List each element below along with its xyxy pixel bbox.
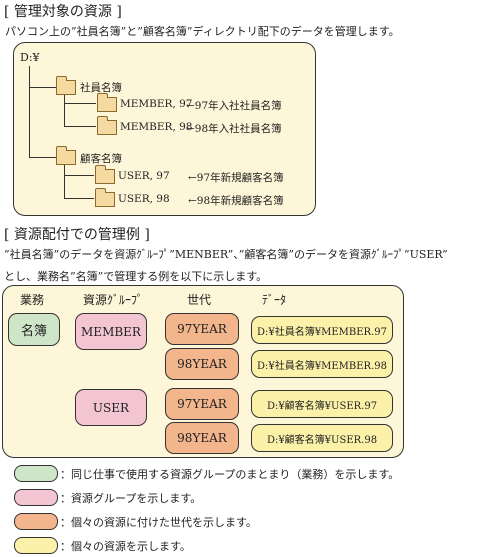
section2-heading: [ 資源配付での管理例 ] — [4, 227, 150, 243]
section2-description-line2: とし、業務名”名簿”で管理する例を以下に示します。 — [4, 270, 268, 283]
folder-icon — [95, 165, 115, 184]
generation-node: 98YEAR — [165, 422, 239, 454]
column-header-data: ﾃﾞｰﾀ — [262, 293, 287, 307]
tree-line — [64, 94, 65, 126]
business-node: 名簿 — [8, 313, 60, 346]
generation-node: 97YEAR — [165, 313, 239, 345]
file-note: ←97年新規顧客名簿 — [188, 172, 284, 184]
tree-root-label: D:¥ — [20, 51, 40, 64]
data-node: D:¥顧客名簿¥USER.98 — [251, 424, 393, 452]
file-label: USER, 97 — [118, 170, 170, 182]
tree-line — [29, 157, 56, 158]
resource-group-node: MEMBER — [75, 313, 147, 350]
folder-icon — [56, 76, 76, 95]
tree-line — [29, 66, 30, 158]
tree-line — [64, 198, 94, 199]
section1-description: パソコン上の”社員名簿”と”顧客名簿”ディレクトリ配下のデータを管理します。 — [5, 25, 400, 38]
file-label: MEMBER, 98 — [120, 121, 193, 133]
tree-line — [64, 103, 96, 104]
legend-swatch-business — [14, 465, 58, 482]
column-header-resource-group: 資源ｸﾞﾙｰﾌﾟ — [83, 293, 144, 307]
file-note: ←97年入社社員名簿 — [186, 100, 282, 112]
data-node: D:¥顧客名簿¥USER.97 — [251, 390, 393, 418]
file-note: ←98年新規顧客名簿 — [188, 195, 284, 207]
tree-line — [64, 175, 94, 176]
data-node: D:¥社員名簿¥MEMBER.97 — [251, 316, 393, 344]
legend-swatch-data — [14, 537, 58, 554]
folder-label: 顧客名簿 — [80, 153, 122, 165]
section1-heading: [ 管理対象の資源 ] — [4, 4, 122, 20]
tree-line — [64, 164, 65, 198]
legend-text-resource-group: ：資源グループを示します。 — [60, 492, 202, 505]
file-label: MEMBER, 97 — [120, 98, 193, 110]
legend-text-generation: ：個々の資源に付けた世代を示します。 — [60, 516, 257, 529]
legend-text-data: ：個々の資源を示します。 — [60, 540, 191, 553]
column-header-generation: 世代 — [187, 293, 212, 307]
folder-label: 社員名簿 — [80, 82, 122, 94]
folder-icon — [95, 188, 115, 207]
legend-text-business: ：同じ仕事で使用する資源グループのまとまり（業務）を示します。 — [60, 468, 400, 481]
file-label: USER, 98 — [118, 193, 170, 205]
column-header-business: 業務 — [20, 293, 45, 307]
directory-tree-panel — [13, 42, 316, 216]
folder-icon — [97, 93, 117, 112]
tree-line — [64, 126, 96, 127]
data-node: D:¥社員名簿¥MEMBER.98 — [251, 350, 393, 378]
file-note: ←98年入社社員名簿 — [186, 123, 282, 135]
generation-node: 97YEAR — [165, 388, 239, 420]
folder-icon — [56, 146, 76, 165]
generation-node: 98YEAR — [165, 348, 239, 380]
legend-swatch-resource-group — [14, 489, 58, 506]
resource-group-node: USER — [75, 389, 147, 426]
tree-line — [29, 87, 56, 88]
section2-description-line1: ”社員名簿”のデータを資源ｸﾞﾙｰﾌﾟ”MENBER”、”顧客名簿”のデータを資… — [4, 248, 448, 261]
legend-swatch-generation — [14, 513, 58, 530]
folder-icon — [97, 116, 117, 135]
